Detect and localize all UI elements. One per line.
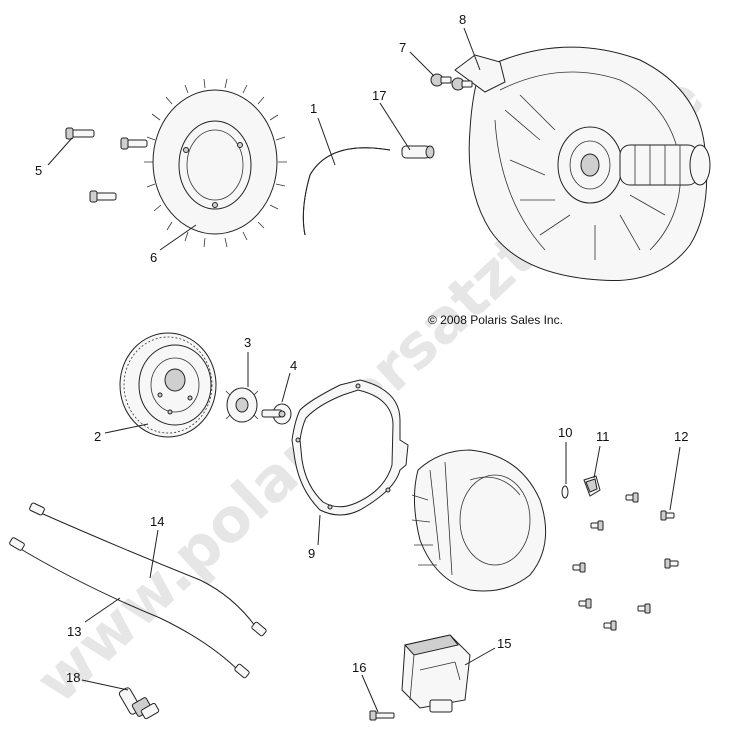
o-ring-part-10[interactable] <box>561 485 569 499</box>
gasket-part-9[interactable] <box>291 379 409 516</box>
gear-part-4[interactable] <box>261 403 292 425</box>
callout-5: 5 <box>35 163 42 178</box>
callout-7: 7 <box>399 40 406 55</box>
regulator-part-15[interactable] <box>401 634 471 713</box>
cable-part-14[interactable] <box>29 502 267 637</box>
spark-plug-part-18[interactable] <box>118 687 160 720</box>
wire-part-1[interactable] <box>302 147 391 236</box>
callout-18: 18 <box>66 670 80 685</box>
callout-9: 9 <box>308 546 315 561</box>
callout-10: 10 <box>558 425 572 440</box>
callout-15: 15 <box>497 636 511 651</box>
callout-1: 1 <box>310 101 317 116</box>
callout-14: 14 <box>150 514 164 529</box>
callout-12: 12 <box>674 429 688 444</box>
stator-part-6[interactable] <box>144 78 287 248</box>
callout-11: 11 <box>596 429 610 444</box>
callout-6: 6 <box>150 250 157 265</box>
leader-lines <box>47 27 681 713</box>
callout-13: 13 <box>67 624 81 639</box>
bolt-part-12[interactable] <box>572 492 679 631</box>
copyright-text: © 2008 Polaris Sales Inc. <box>428 313 563 327</box>
callout-17: 17 <box>372 88 386 103</box>
callout-4: 4 <box>290 358 297 373</box>
callout-3: 3 <box>244 335 251 350</box>
callout-16: 16 <box>352 660 366 675</box>
plug-part-11[interactable] <box>583 475 601 497</box>
callout-8: 8 <box>459 12 466 27</box>
grommet-part-17[interactable] <box>401 145 435 159</box>
bolt-part-7[interactable] <box>430 73 473 91</box>
cable-part-13[interactable] <box>9 537 250 679</box>
stator-cover[interactable] <box>411 449 547 592</box>
flywheel-part-2[interactable] <box>119 332 217 438</box>
bolt-part-16[interactable] <box>369 710 395 721</box>
screw-part-5[interactable] <box>65 127 148 203</box>
housing-part-8[interactable] <box>454 46 711 282</box>
callout-2: 2 <box>94 429 101 444</box>
starter-clutch-part-3[interactable] <box>225 387 259 423</box>
callout-labels: 1 2 3 4 5 6 7 8 9 10 11 12 13 14 15 16 1… <box>35 12 688 685</box>
